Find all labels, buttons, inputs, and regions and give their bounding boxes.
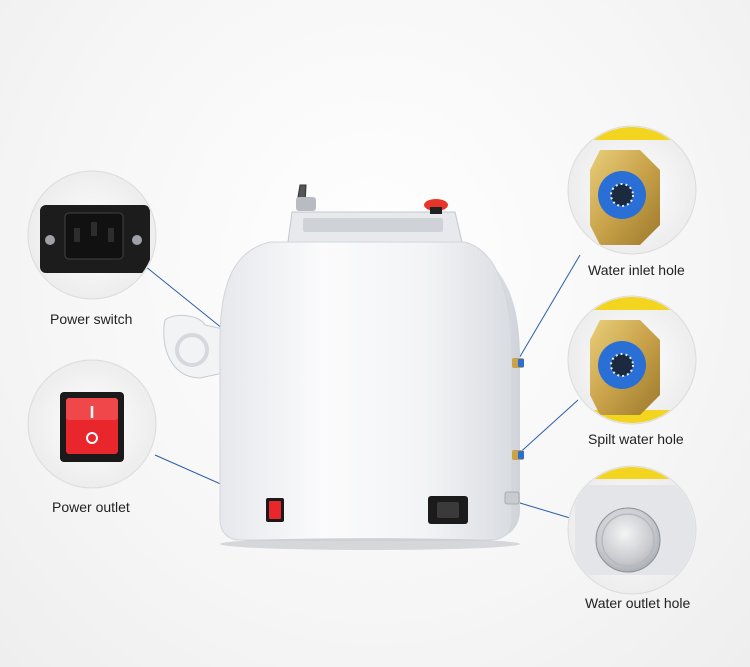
callout-line-water-inlet (514, 254, 581, 366)
water-fitting-collet (610, 183, 634, 207)
side-fitting-spilt-blue (518, 451, 524, 459)
water-inlet-label: Water inlet hole (588, 262, 685, 278)
detail-water-inlet (567, 125, 697, 255)
yellow-band (569, 127, 695, 140)
screw-right-icon (132, 235, 142, 245)
side-fitting-inlet-blue (518, 359, 524, 367)
iec-pin-left (74, 228, 80, 242)
water-fitting-collet (610, 353, 634, 377)
rocker-off-mark (86, 432, 98, 444)
water-outlet-label: Water outlet hole (585, 595, 691, 611)
power-switch-label: Power switch (50, 311, 133, 327)
emergency-stop-base (430, 207, 442, 214)
detail-power-outlet (27, 359, 157, 489)
power-outlet-label: Power outlet (52, 499, 130, 515)
device-front (219, 241, 513, 541)
outlet-cap-icon (595, 507, 661, 573)
detail-spilt-water (567, 295, 697, 425)
device-holder-clamp (163, 314, 229, 379)
yellow-band (569, 297, 695, 310)
device-holder-ring (175, 333, 209, 367)
spilt-water-label: Spilt water hole (588, 431, 684, 447)
device-cable-clip (296, 197, 316, 211)
water-fitting-hole (611, 184, 633, 206)
side-fitting-outlet (504, 491, 520, 505)
iec-pin-right (108, 228, 114, 242)
device-top-screen (303, 218, 443, 232)
yellow-band (569, 467, 695, 479)
device-power-socket-inner (437, 502, 459, 518)
device-rocker-switch-red (269, 501, 281, 519)
detail-water-outlet (567, 465, 697, 595)
callout-line-spilt-water (514, 399, 579, 458)
detail-power-switch (27, 170, 157, 300)
device-shadow (220, 538, 520, 550)
device (163, 184, 524, 550)
outlet-cap-rim (601, 513, 655, 567)
screw-left-icon (45, 235, 55, 245)
iec-pin-center (91, 222, 97, 236)
water-fitting-hole (611, 354, 633, 376)
